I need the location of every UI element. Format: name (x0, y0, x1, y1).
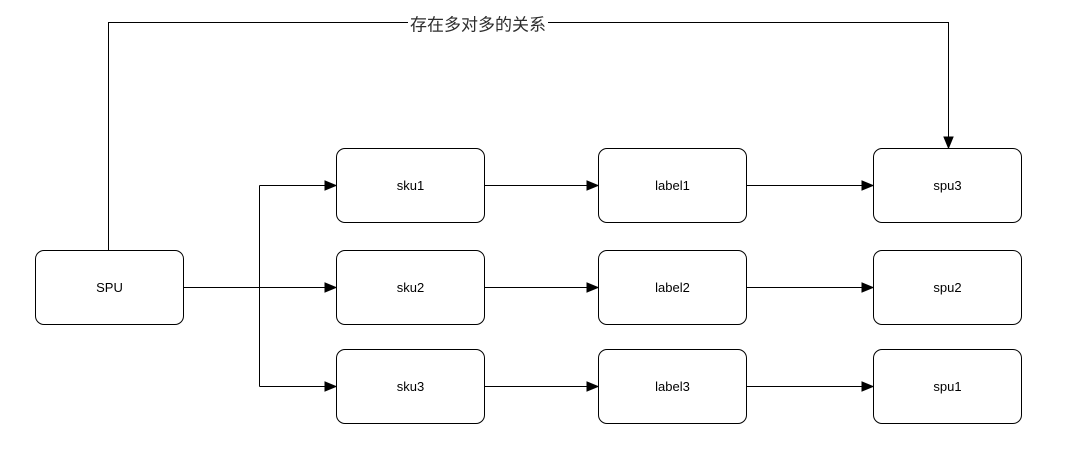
node-spu2: spu2 (873, 250, 1022, 325)
node-label2: label2 (598, 250, 747, 325)
node-spu1: spu1 (873, 349, 1022, 424)
edge-annotation-many-to-many: 存在多对多的关系 (408, 10, 548, 36)
connector-spu-to-spu3-annotated (108, 22, 949, 250)
node-spu-root: SPU (35, 250, 184, 325)
node-label1: label1 (598, 148, 747, 223)
node-label3: label3 (598, 349, 747, 424)
node-spu3: spu3 (873, 148, 1022, 223)
node-sku3: sku3 (336, 349, 485, 424)
node-sku1: sku1 (336, 148, 485, 223)
node-sku2: sku2 (336, 250, 485, 325)
